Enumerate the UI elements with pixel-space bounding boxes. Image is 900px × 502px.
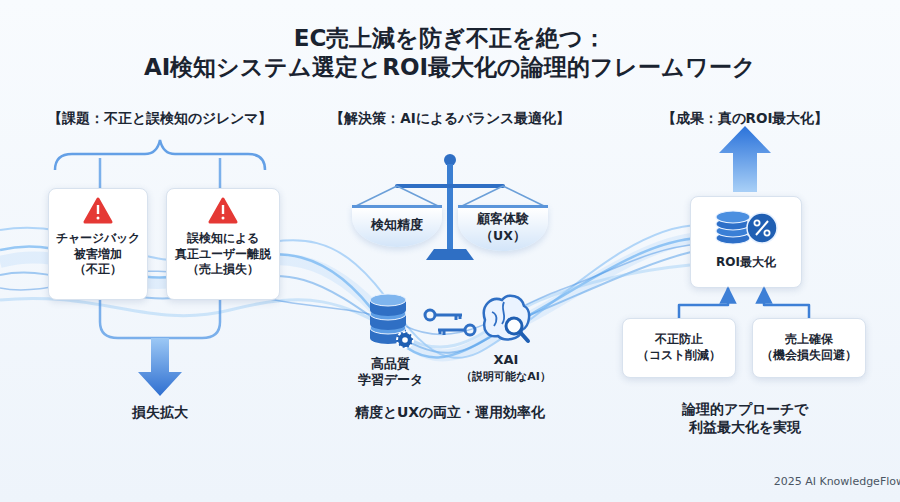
percent-mark — [764, 230, 769, 235]
node-text: 不正防止 （コスト削減） — [629, 332, 729, 363]
scale-base — [426, 249, 474, 260]
node-text: ROI最大化 — [716, 255, 776, 271]
outcome-box: ROI最大化 — [690, 196, 802, 288]
key-icon — [438, 330, 465, 335]
scale-pan: 顧客体験 （UX） — [458, 205, 548, 251]
gear-icon — [402, 337, 408, 343]
percent-coin — [747, 213, 777, 243]
scale-string — [397, 186, 438, 206]
coin-icon — [716, 218, 750, 230]
coin-icon — [716, 211, 750, 223]
scale-string — [356, 186, 397, 206]
benefit-box: 売上確保 （機会損失回避） — [752, 318, 866, 378]
magnifier-icon — [506, 318, 522, 334]
key-icon — [465, 325, 475, 335]
benefit-box: 不正防止 （コスト削減） — [622, 318, 736, 378]
scale-pan: 検知精度 — [352, 205, 442, 247]
node-text: 誤検知による 真正ユーザー離脱 （売上損失） — [170, 231, 276, 278]
watermark: 2025 AI KnowledgeFlow — [755, 475, 900, 489]
warning-mark — [97, 217, 100, 220]
problem-box: 誤検知による 真正ユーザー離脱 （売上損失） — [166, 188, 280, 300]
node-text: チャージバック 被害増加 （不正） — [52, 231, 144, 278]
coin-icon — [716, 225, 750, 237]
section-heading: 【成果：真のROI最大化】 — [630, 110, 860, 128]
magnifier-icon — [520, 332, 528, 341]
scale-beam — [397, 184, 503, 188]
title-text: EC売上減を防ぎ不正を絶つ： AI検知システム選定とROI最大化の論理的フレーム… — [70, 24, 830, 83]
node-text: 顧客体験 （UX） — [471, 211, 535, 244]
flow-arrow — [679, 288, 728, 318]
growth-arrow — [719, 126, 771, 192]
warning-mark — [97, 205, 99, 214]
brain-icon — [484, 296, 529, 340]
key-icon — [425, 310, 435, 320]
warning-mark — [222, 217, 225, 220]
node-text: 検知精度 — [371, 217, 423, 233]
scale-string — [462, 186, 503, 206]
coin-icon — [716, 232, 750, 244]
bracket — [55, 140, 265, 170]
brain-icon — [492, 302, 504, 326]
result-label: 損失拡大 — [100, 403, 220, 421]
scale-pole — [447, 164, 453, 250]
flow-arrow — [764, 288, 809, 318]
icon-label: 高品質 学習データ — [350, 356, 430, 389]
warning-mark — [222, 205, 224, 214]
icon-label: XAI — [466, 352, 546, 369]
database-icon — [370, 322, 406, 334]
summary-label: 精度とUXの両立・運用効率化 — [315, 403, 585, 421]
database-icon — [370, 328, 406, 344]
icon-sublabel: （説明可能なAI） — [441, 370, 571, 384]
database-icon — [370, 308, 406, 320]
problem-box: チャージバック 被害増加 （不正） — [48, 188, 148, 300]
scale-string — [503, 186, 544, 206]
gear-icon — [397, 332, 413, 348]
database-icon — [370, 294, 406, 306]
node-text: 売上確保 （機会損失回避） — [756, 332, 862, 363]
summary-label: 論理的アプローチで 利益最大化を実現 — [665, 400, 825, 436]
database-icon — [370, 314, 406, 330]
warning-icon — [210, 199, 236, 222]
key-icon — [435, 315, 462, 320]
warning-icon — [85, 199, 111, 222]
section-heading: 【解決策：AIによるバランス最適化】 — [305, 110, 595, 128]
percent-mark — [754, 220, 759, 225]
section-heading: 【課題：不正と誤検知のジレンマ】 — [20, 110, 300, 128]
database-icon — [370, 300, 406, 316]
loss-arrow — [138, 338, 182, 396]
percent-mark — [756, 221, 768, 235]
